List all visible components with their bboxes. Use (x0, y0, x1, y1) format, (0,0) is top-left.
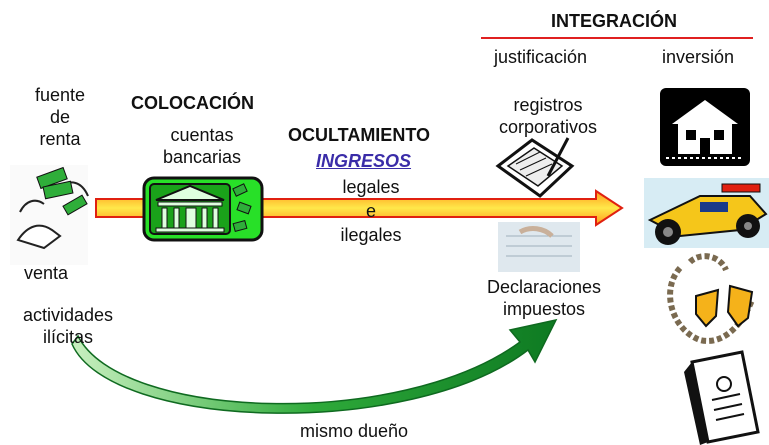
bank-accounts-label: cuentas bancarias (162, 125, 242, 167)
certificate-icon (684, 350, 760, 445)
income-label: INGRESOS (316, 151, 412, 171)
document-signing-icon (495, 137, 575, 198)
source-of-income-label: fuente de renta (34, 85, 86, 149)
corporate-records-label: registros corporativos (498, 95, 598, 137)
tax-declarations-label: Declaraciones impuestos (486, 277, 602, 319)
legal-illegal-label: legales e ilegales (340, 177, 402, 245)
bank-icon (142, 176, 264, 242)
necklace-icon (667, 253, 755, 344)
same-owner-arrow (71, 318, 558, 414)
placement-title: COLOCACIÓN (131, 93, 254, 113)
integration-title: INTEGRACIÓN (551, 11, 677, 31)
illicit-activities-label: actividades ilícitas (22, 305, 114, 347)
money-hands-icon (10, 165, 89, 265)
house-icon (660, 88, 750, 166)
same-owner-label: mismo dueño (300, 421, 409, 441)
tax-paper-icon (498, 222, 580, 272)
justification-heading: justificación (494, 47, 588, 67)
investment-heading: inversión (662, 47, 735, 67)
sale-label: venta (24, 263, 69, 283)
layering-title: OCULTAMIENTO (288, 125, 430, 145)
race-car-icon (644, 178, 769, 248)
